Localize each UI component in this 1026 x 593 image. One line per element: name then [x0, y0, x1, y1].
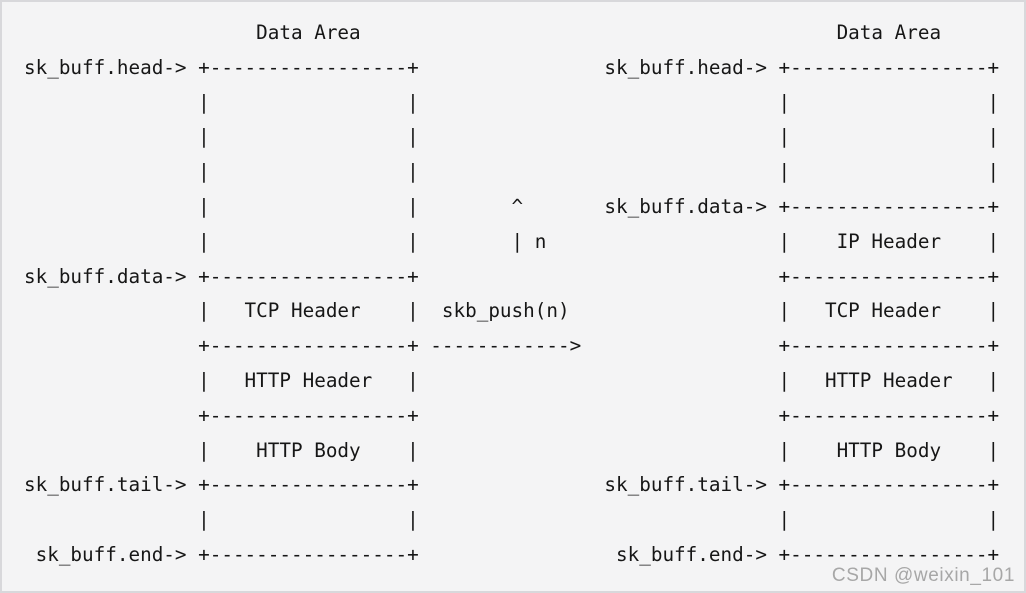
right-buffer-ascii: Data Area sk_buff.head-> +--------------… — [604, 21, 1000, 566]
watermark: CSDN @weixin_101 — [831, 565, 1015, 586]
push-operation-ascii: ^ | n skb_push(n) ------------> — [430, 194, 582, 358]
left-buffer-ascii: Data Area sk_buff.head-> +--------------… — [24, 21, 419, 566]
